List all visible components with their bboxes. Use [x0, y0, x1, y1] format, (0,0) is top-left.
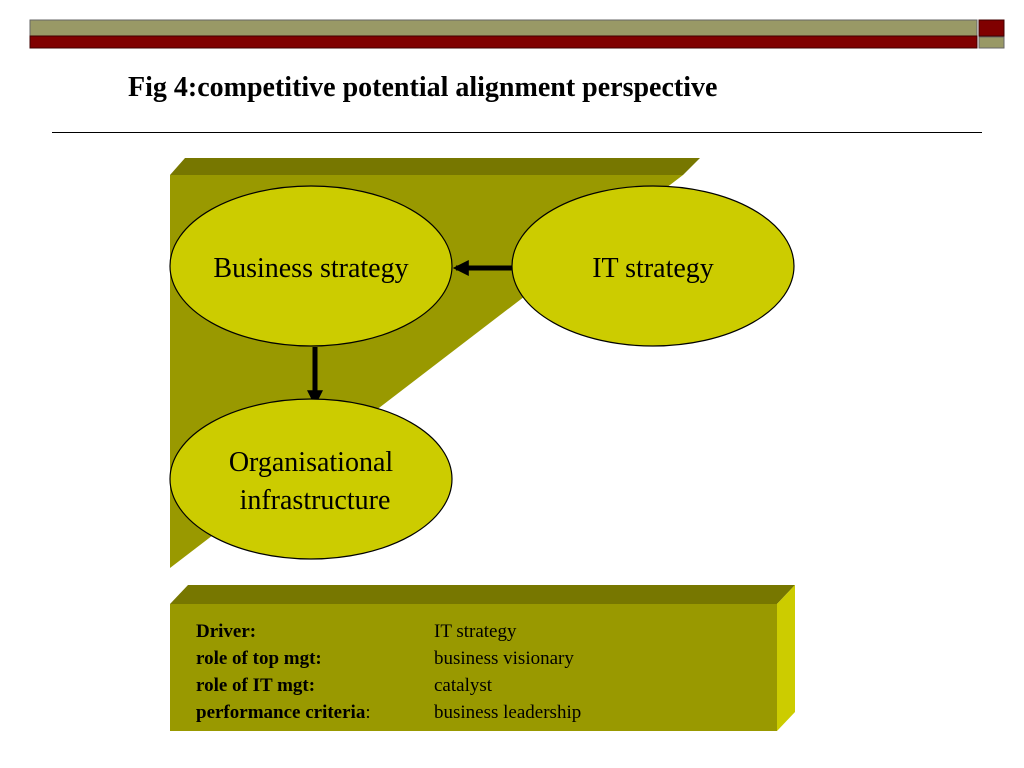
alignment-diagram: Business strategy IT strategy Organisati…	[169, 158, 795, 731]
info-value: catalyst	[434, 675, 493, 696]
info-box-table: Driver: IT strategy role of top mgt: bus…	[196, 618, 581, 726]
node-label: IT strategy	[592, 253, 714, 284]
node-label: infrastructure	[240, 485, 391, 516]
title-divider	[52, 132, 982, 133]
triangle-top-face	[170, 158, 700, 175]
node-label: Business strategy	[213, 253, 408, 284]
node-it-strategy: IT strategy	[511, 185, 795, 347]
info-key: performance criteria:	[196, 702, 371, 723]
node-business-strategy: Business strategy	[169, 185, 453, 347]
info-row: role of IT mgt: catalyst	[196, 672, 581, 699]
maroon-bar	[29, 35, 978, 49]
info-box-side-face	[777, 585, 795, 731]
header-bars	[29, 19, 1005, 49]
khaki-corner-square	[978, 36, 1005, 49]
info-key: role of IT mgt:	[196, 675, 316, 696]
info-box-top-face	[170, 585, 795, 604]
khaki-top-bar	[29, 19, 978, 37]
info-box-front	[170, 604, 777, 731]
info-row: role of top mgt: business visionary	[196, 645, 581, 672]
info-value: IT strategy	[434, 621, 517, 642]
info-value: business leadership	[434, 702, 582, 723]
info-value: business visionary	[434, 648, 574, 669]
info-row: performance criteria: business leadershi…	[196, 699, 581, 726]
node-label: Organisational	[229, 447, 394, 478]
slide-title: Fig 4:competitive potential alignment pe…	[128, 72, 718, 103]
info-key: role of top mgt:	[196, 648, 322, 669]
info-key: Driver:	[196, 621, 257, 642]
node-organisational-infrastructure: Organisational infrastructure	[169, 398, 453, 560]
info-row: Driver: IT strategy	[196, 618, 581, 645]
maroon-corner-square	[978, 19, 1005, 37]
